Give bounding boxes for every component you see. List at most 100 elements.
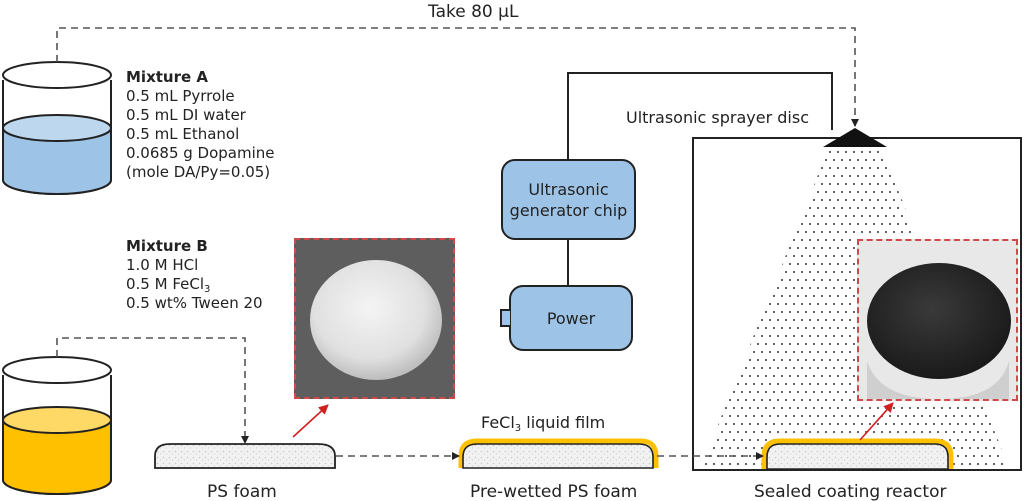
- spray-dot: [952, 206, 956, 210]
- spray-dot: [820, 294, 824, 298]
- spray-dot: [972, 438, 976, 442]
- spray-dot: [780, 326, 784, 330]
- spray-dot: [776, 254, 780, 258]
- spray-dot: [860, 150, 864, 154]
- spray-dot: [840, 430, 844, 434]
- spray-dot: [716, 278, 720, 282]
- spray-dot: [748, 374, 752, 378]
- spray-dot: [732, 310, 736, 314]
- spray-dot: [736, 238, 740, 242]
- spray-dot: [896, 174, 900, 178]
- spray-dot: [744, 382, 748, 386]
- spray-dot: [816, 158, 820, 162]
- spray-dot: [832, 222, 836, 226]
- spray-dot: [756, 342, 760, 346]
- spray-dot: [924, 150, 928, 154]
- spray-dot: [848, 382, 852, 386]
- spray-dot: [728, 286, 732, 290]
- spray-dot: [700, 326, 704, 330]
- spray-dot: [960, 414, 964, 418]
- spray-dot: [936, 158, 940, 162]
- spray-dot: [832, 238, 836, 242]
- spray-dot: [708, 342, 712, 346]
- spray-dot: [832, 206, 836, 210]
- spray-dot: [828, 390, 832, 394]
- spray-dot: [948, 438, 952, 442]
- spray-dot: [768, 222, 772, 226]
- spray-dot: [728, 238, 732, 242]
- spray-dot: [760, 430, 764, 434]
- spray-dot: [824, 366, 828, 370]
- spray-dot: [792, 398, 796, 402]
- spray-dot: [732, 326, 736, 330]
- spray-dot: [852, 358, 856, 362]
- spray-dot: [768, 206, 772, 210]
- spray-dot: [944, 190, 948, 194]
- spray-dot: [900, 406, 904, 410]
- spray-dot: [824, 382, 828, 386]
- spray-dot: [816, 190, 820, 194]
- spray-dot: [716, 358, 720, 362]
- transfer-label: Take 80 µL: [428, 2, 519, 22]
- spray-dot: [728, 446, 732, 450]
- spray-dot: [920, 414, 924, 418]
- spray-dot: [936, 222, 940, 226]
- spray-dot: [876, 230, 880, 234]
- spray-dot: [697, 319, 699, 321]
- spray-dot: [816, 206, 820, 210]
- spray-dot: [844, 342, 848, 346]
- spray-dot: [908, 230, 912, 234]
- spray-dot: [744, 350, 748, 354]
- spray-dot: [832, 398, 836, 402]
- spray-dot: [828, 166, 832, 170]
- spray-dot: [720, 270, 724, 274]
- spray-dot: [756, 406, 760, 410]
- spray-dot: [840, 318, 844, 322]
- spray-dot: [732, 342, 736, 346]
- spray-dot: [996, 150, 1000, 154]
- spray-dot: [828, 374, 832, 378]
- spray-dot: [848, 206, 852, 210]
- spray-dot: [784, 302, 788, 306]
- spray-dot: [776, 430, 780, 434]
- spray-dot: [840, 414, 844, 418]
- spray-dot: [844, 214, 848, 218]
- spray-dot: [1013, 167, 1015, 169]
- spray-dot: [828, 198, 832, 202]
- spray-dot: [988, 166, 992, 170]
- spray-dot: [952, 222, 956, 226]
- spray-dot: [824, 286, 828, 290]
- spray-dot: [844, 390, 848, 394]
- spray-dot: [828, 150, 832, 154]
- spray-dot: [820, 246, 824, 250]
- spray-dot: [689, 463, 691, 465]
- spray-dot: [736, 270, 740, 274]
- subscript: 3: [204, 284, 211, 295]
- spray-dot: [716, 262, 720, 266]
- spray-dot: [788, 358, 792, 362]
- spray-dot: [756, 230, 760, 234]
- spray-dot: [996, 422, 1000, 426]
- spray-dot: [884, 166, 888, 170]
- spray-dot: [784, 382, 788, 386]
- spray-dot: [836, 390, 840, 394]
- spray-dot: [1008, 462, 1010, 466]
- spray-dot: [880, 206, 884, 210]
- beaker-a: [2, 61, 112, 195]
- spray-dot: [728, 254, 732, 258]
- spray-dot: [724, 278, 728, 282]
- spray-dot: [788, 374, 792, 378]
- spray-dot: [1000, 190, 1004, 194]
- spray-dot: [736, 430, 740, 434]
- spray-dot: [788, 230, 792, 234]
- spray-dot: [740, 230, 744, 234]
- spray-dot: [1013, 151, 1015, 153]
- spray-dot: [772, 278, 776, 282]
- spray-dot: [704, 414, 708, 418]
- spray-dot: [772, 374, 776, 378]
- spray-dot: [736, 302, 740, 306]
- spray-dot: [700, 230, 704, 234]
- spray-dot: [976, 462, 980, 466]
- spray-dot: [760, 382, 764, 386]
